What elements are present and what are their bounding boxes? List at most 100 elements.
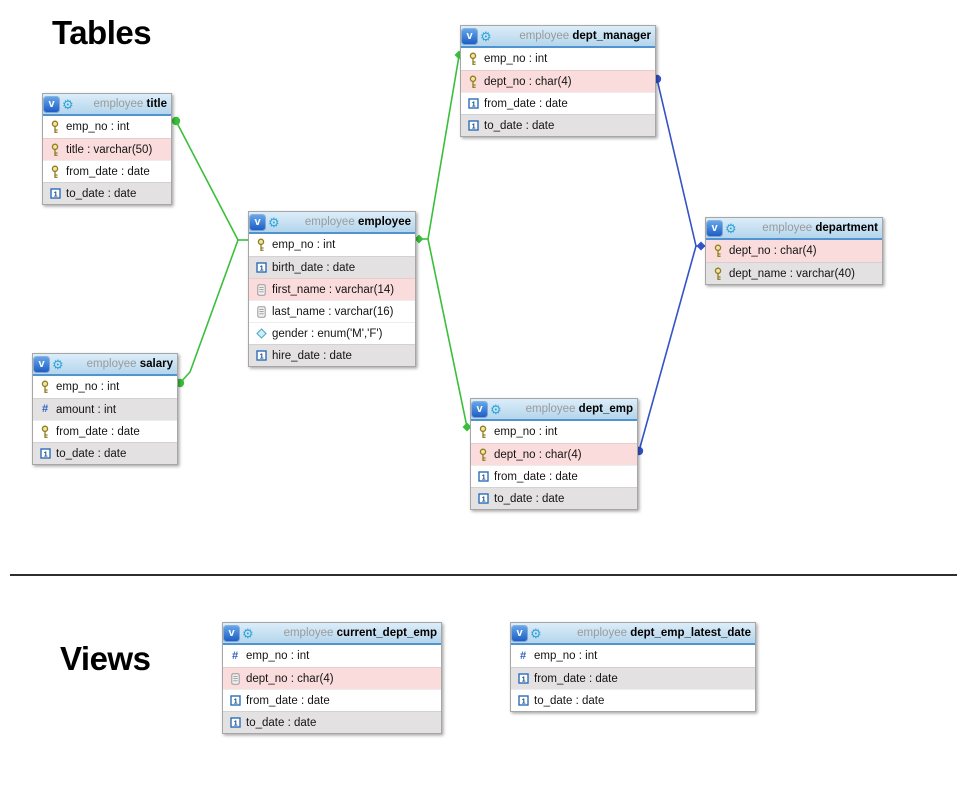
key-icon [466, 52, 480, 66]
relationship-line [175, 120, 239, 241]
schema-name: employee [525, 403, 576, 415]
svg-text:1: 1 [233, 696, 237, 705]
key-icon [254, 238, 268, 252]
date-icon: 1 [466, 98, 480, 109]
table-department[interactable]: v⚙employee department dept_no : char(4) de… [705, 217, 883, 285]
column-text: to_date : date [56, 447, 127, 460]
entity-header[interactable]: v⚙employee current_dept_emp [223, 623, 441, 645]
svg-text:1: 1 [481, 472, 485, 481]
key-icon [48, 165, 62, 179]
entity-title: employee employee [284, 216, 411, 228]
gear-icon: ⚙ [490, 401, 502, 417]
schema-name: employee [86, 358, 137, 370]
entity-name: title [146, 98, 167, 110]
entity-header[interactable]: v⚙employee department [706, 218, 882, 240]
date-icon: 1 [228, 695, 242, 706]
column-row: dept_name : varchar(40) [706, 262, 882, 284]
column-row: 1 to_date : date [511, 689, 755, 711]
column-row: 1 from_date : date [223, 689, 441, 711]
column-text: from_date : date [534, 672, 618, 685]
svg-text:1: 1 [521, 696, 525, 705]
svg-text:1: 1 [53, 189, 57, 198]
view-badge-icon: v [250, 214, 265, 230]
view-badge-icon: v [707, 220, 722, 236]
date-icon: 1 [476, 493, 490, 504]
column-text: emp_no : int [246, 650, 310, 662]
entity-header[interactable]: v⚙employee title [43, 94, 171, 116]
view-current_dept_emp[interactable]: v⚙employee current_dept_emp#emp_no : int… [222, 622, 442, 734]
column-row: last_name : varchar(16) [249, 300, 415, 322]
view-dept_emp_latest_date[interactable]: v⚙ employee dept_emp_latest_date #emp_no :… [510, 622, 756, 712]
key-icon [466, 75, 480, 89]
entity-header[interactable]: v⚙employee salary [33, 354, 177, 376]
int-icon: # [41, 403, 49, 415]
column-text: emp_no : int [534, 650, 598, 662]
entity-header[interactable]: v⚙employee employee [249, 212, 415, 234]
column-row: dept_no : char(4) [223, 667, 441, 689]
column-text: to_date : date [484, 119, 555, 132]
date-icon: 1 [476, 471, 490, 482]
column-row: first_name : varchar(14) [249, 278, 415, 300]
relationship-line [427, 238, 468, 428]
column-text: to_date : date [534, 694, 605, 707]
entity-name: dept_emp [578, 403, 633, 415]
column-row: from_date : date [43, 160, 171, 182]
date-icon: 1 [466, 120, 480, 131]
key-icon [48, 143, 62, 157]
schema-name: employee [762, 222, 813, 234]
entity-title: employee dept_manager [496, 30, 651, 42]
entity-title: employee salary [68, 358, 173, 370]
key-icon [711, 244, 725, 258]
key-icon [38, 380, 52, 394]
column-row: #emp_no : int [511, 645, 755, 667]
view-badge-icon: v [472, 401, 487, 417]
column-text: dept_no : char(4) [729, 245, 817, 257]
column-text: from_date : date [484, 97, 568, 110]
key-icon [476, 425, 490, 439]
column-text: emp_no : int [484, 53, 548, 65]
svg-text:1: 1 [481, 494, 485, 503]
gear-icon: ⚙ [530, 625, 542, 641]
schema-name: employee [577, 627, 627, 639]
column-row: # amount : int [33, 398, 177, 420]
connector-dot [171, 116, 181, 126]
entity-name: dept_emp_latest_date [630, 627, 751, 639]
column-text: dept_no : char(4) [484, 75, 572, 88]
entity-header[interactable]: v⚙ employee dept_emp_latest_date [511, 623, 755, 645]
key-icon [48, 120, 62, 134]
column-text: to_date : date [66, 187, 137, 200]
date-icon: 1 [38, 448, 52, 459]
column-text: emp_no : int [272, 239, 336, 251]
column-text: gender : enum('M','F') [272, 327, 383, 340]
column-text: from_date : date [56, 425, 140, 438]
schema-name: employee [304, 216, 355, 228]
column-text: emp_no : int [66, 121, 130, 133]
view-badge-icon: v [512, 625, 527, 641]
column-text: first_name : varchar(14) [272, 283, 395, 296]
column-row: emp_no : int [461, 48, 655, 70]
column-text: amount : int [56, 403, 117, 416]
relationship-line [179, 239, 239, 384]
entity-header[interactable]: v⚙employee dept_manager [461, 26, 655, 48]
gear-icon: ⚙ [480, 28, 492, 44]
svg-text:1: 1 [259, 351, 263, 360]
gear-icon: ⚙ [62, 96, 74, 112]
entity-header[interactable]: v⚙ employee dept_emp [471, 399, 637, 421]
key-icon [38, 425, 52, 439]
column-text: from_date : date [66, 165, 150, 178]
column-text: from_date : date [246, 694, 330, 707]
column-text: dept_no : char(4) [246, 672, 334, 685]
entity-title: employee dept_emp_latest_date [546, 627, 751, 639]
entity-title: employee current_dept_emp [258, 627, 437, 639]
views-section-title: Views [60, 640, 151, 677]
column-text: from_date : date [494, 470, 578, 483]
entity-name: employee [357, 216, 411, 228]
